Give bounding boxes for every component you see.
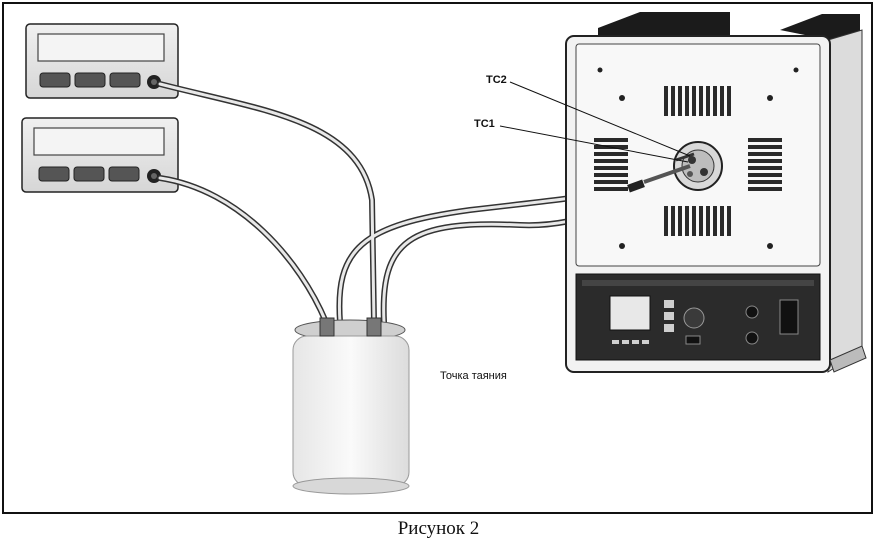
probe-sensors [627, 152, 695, 193]
tc1-leader-line [499, 125, 689, 163]
meter-bottom-button-2 [73, 166, 105, 182]
meter-top [25, 23, 179, 99]
device-display [609, 295, 651, 331]
meter-top-button-2 [74, 72, 106, 88]
meter-top-button-1 [39, 72, 71, 88]
figure-caption: Рисунок 2 [397, 518, 480, 539]
meter-bottom-button-1 [38, 166, 70, 182]
meter-bottom [21, 117, 179, 193]
melting-point-jar [292, 317, 410, 495]
melting-point-label: Точка таяния [440, 370, 507, 382]
meter-top-button-3 [109, 72, 141, 88]
meter-top-display [37, 33, 165, 62]
tc2-leader-line [509, 81, 691, 157]
tc1-label: TC1 [474, 118, 495, 130]
calibrator-device [565, 12, 867, 373]
tc2-label: TC2 [486, 74, 507, 86]
meter-bottom-display [33, 127, 165, 156]
meter-bottom-button-3 [108, 166, 140, 182]
